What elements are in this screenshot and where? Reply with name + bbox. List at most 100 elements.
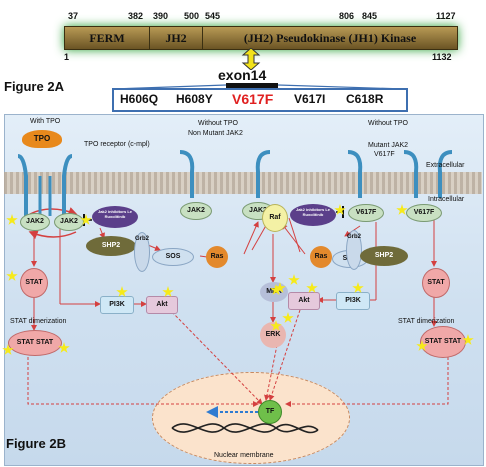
akt-node: Akt [288, 292, 320, 310]
pi3k-label: PI3K [109, 301, 125, 308]
double-arrow-icon [241, 48, 261, 70]
grb2-label: Grb2 [135, 236, 150, 242]
mutation-label-v617f: V617F [232, 91, 274, 107]
mutation-label: C618R [346, 92, 384, 106]
phosphate-star-icon [270, 320, 282, 331]
domain-position: 545 [205, 11, 221, 21]
nuclear-membrane-label: Nuclear membrane [214, 452, 274, 459]
phosphate-star-icon [2, 344, 14, 355]
domain-position: 845 [362, 11, 378, 21]
without-tpo-label: Without TPO [198, 120, 238, 127]
phosphate-star-icon [282, 312, 294, 323]
domain-position: 500 [184, 11, 200, 21]
cell-membrane [4, 172, 482, 194]
without-tpo-label: Without TPO [368, 120, 408, 127]
intracellular-label: Intracellular [428, 196, 465, 203]
pi3k-node: PI3K [336, 292, 370, 310]
phosphate-star-icon [80, 214, 92, 225]
jak2-domain-bar: FERM JH2 (JH2) Pseudokinase (JH1) Kinase [64, 26, 458, 50]
phosphate-star-icon [6, 214, 18, 225]
stat-dimer: STAT STAT [8, 330, 62, 356]
shp2-node: SHP2 [360, 246, 408, 266]
tf-label: TF [265, 408, 275, 415]
stat-label: STAT [427, 279, 445, 286]
inhibitor-label: Jak2 inhibitors Le Ruxolitinib [295, 207, 330, 217]
figure-2b-label: Figure 2B [6, 436, 66, 451]
stat-dimerization-label: STAT dimerization [398, 318, 455, 325]
non-mutant-label: Non Mutant JAK2 [188, 130, 243, 137]
stat-label: STAT [35, 339, 54, 346]
stat-label: STAT [25, 279, 43, 286]
jak2-label: JAK2 [249, 207, 267, 214]
phosphate-star-icon [334, 204, 346, 215]
mutation-label: H606Q [120, 92, 159, 106]
with-tpo-label: With TPO [30, 118, 61, 125]
pi3k-node: PI3K [100, 296, 134, 314]
phosphate-star-icon [162, 286, 174, 297]
erk-label: ERK [265, 331, 281, 338]
jak2-label: JAK2 [26, 218, 44, 225]
mutant-v617f-label: V617F [374, 151, 395, 158]
phosphate-star-icon [274, 282, 286, 293]
domain-position: 382 [128, 11, 144, 21]
ras-label: Ras [314, 253, 328, 260]
shp2-label: SHP2 [101, 242, 121, 249]
exon-bar [226, 83, 278, 88]
shp2-label: SHP2 [374, 252, 394, 259]
phosphate-star-icon [306, 282, 318, 293]
sos-label: SOS [165, 253, 181, 260]
stat-dimer: STAT STAT [420, 326, 466, 358]
nucleus [152, 372, 350, 464]
tpo-receptor-label: TPO receptor (c-mpl) [84, 141, 150, 148]
domain-start: 1 [64, 52, 70, 62]
stat-label: STAT [16, 339, 35, 346]
figure-2a-label: Figure 2A [4, 79, 64, 94]
jak2-node: JAK2 [180, 202, 212, 220]
phosphate-star-icon [396, 204, 408, 215]
domain-kinase: (JH1) Kinase [348, 31, 417, 45]
domain-position: 390 [153, 11, 169, 21]
domain-jh2: JH2 [150, 27, 203, 49]
inhibitor-node: Jak2 inhibitors Le Ruxolitinib [92, 206, 138, 228]
stat-dimerization-label: STAT dimerization [10, 318, 67, 325]
pi3k-label: PI3K [345, 297, 361, 304]
tpo-label: TPO [33, 134, 51, 143]
mutant-label: Mutant JAK2 [368, 142, 409, 149]
shp2-node: SHP2 [86, 236, 136, 256]
phosphate-star-icon [288, 274, 300, 285]
domain-end: 1132 [432, 52, 452, 62]
ras-node: Ras [206, 246, 228, 268]
mutation-box: H606Q H608Y V617F V617I C618R [112, 88, 408, 112]
grb2-node: Grb2 [134, 232, 150, 272]
jak2-node: JAK2 [20, 213, 50, 231]
phosphate-star-icon [416, 340, 428, 351]
v617f-node: V617F [348, 204, 384, 222]
ras-label: Ras [210, 253, 224, 260]
akt-label: Akt [156, 301, 168, 308]
domain-pseudokinase: (JH2) Pseudokinase [243, 31, 346, 45]
stat-node: STAT [20, 268, 48, 298]
domain-position: 806 [339, 11, 355, 21]
v617f-label: V617F [413, 209, 435, 216]
ras-node: Ras [310, 246, 332, 268]
tf-node: TF [258, 400, 282, 424]
akt-node: Akt [146, 296, 178, 314]
jak2-label: JAK2 [187, 207, 205, 214]
grb2-node: Grb2 [346, 230, 362, 270]
domain-pseudokinase-kinase: (JH2) Pseudokinase (JH1) Kinase [203, 27, 457, 49]
jak2-label: JAK2 [60, 218, 78, 225]
raf-label: Raf [269, 214, 281, 221]
stat-label: STAT [443, 338, 462, 345]
jak2-node: JAK2 [54, 213, 84, 231]
mutation-label: H608Y [176, 92, 213, 106]
grb2-label: Grb2 [347, 234, 362, 240]
inhibitor-node: Jak2 inhibitors Le Ruxolitinib [290, 204, 336, 226]
phosphate-star-icon [270, 284, 282, 295]
phosphate-star-icon [462, 334, 474, 345]
stat-label: STAT [424, 338, 443, 345]
domain-ferm: FERM [65, 27, 150, 49]
phosphate-star-icon [116, 286, 128, 297]
domain-position: 37 [68, 11, 79, 21]
v617f-label: V617F [355, 209, 377, 216]
